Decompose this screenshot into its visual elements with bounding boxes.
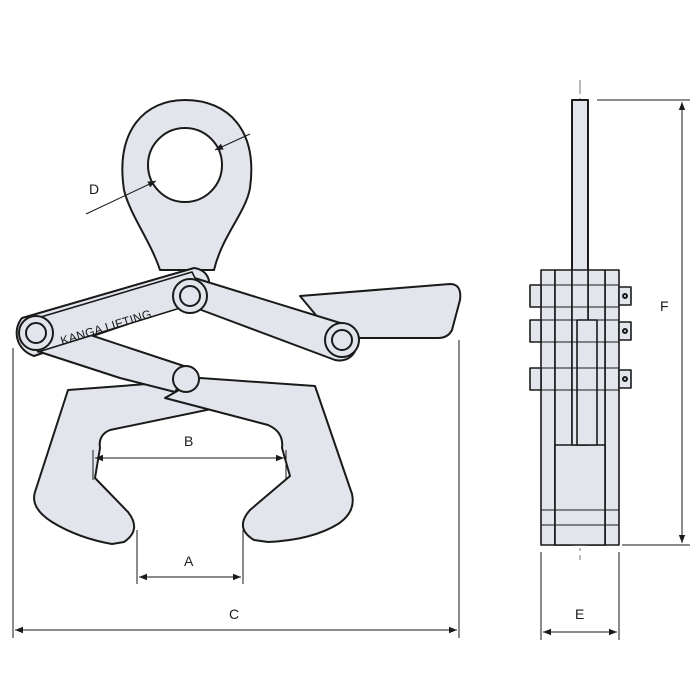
dimension-a-label: A xyxy=(184,553,194,569)
side-view: F E xyxy=(529,80,690,640)
dimension-c-label: C xyxy=(229,606,239,622)
side-plate-left-outer xyxy=(540,269,556,546)
dimension-f-label: F xyxy=(660,298,669,314)
dimension-b-label: B xyxy=(184,433,193,449)
dimension-a: A xyxy=(136,530,244,584)
front-view: KANGA LIFTING D B A xyxy=(12,99,462,638)
dimension-b: B xyxy=(92,433,287,480)
side-plate-right-outer xyxy=(604,269,620,546)
right-jaw xyxy=(164,377,354,543)
pivot-pin-center xyxy=(172,365,200,393)
pivot-pin-right-inner xyxy=(331,329,353,351)
dimension-f: F xyxy=(597,99,690,546)
dimension-d-label: D xyxy=(89,181,99,197)
side-pin-boss-left-1 xyxy=(529,284,542,308)
dimension-d: D xyxy=(85,133,251,215)
left-jaw xyxy=(33,379,256,545)
pivot-pin-left-inner xyxy=(25,322,47,344)
side-pin-boss-left-2 xyxy=(529,319,542,343)
pivot-pin-top-inner xyxy=(179,285,201,307)
dimension-c: C xyxy=(12,340,460,638)
dimension-e: E xyxy=(540,552,620,640)
eye-hole xyxy=(147,127,223,203)
side-pin-boss-left-3 xyxy=(529,367,542,391)
side-spacer-block xyxy=(554,444,606,546)
dimension-e-label: E xyxy=(575,606,584,622)
